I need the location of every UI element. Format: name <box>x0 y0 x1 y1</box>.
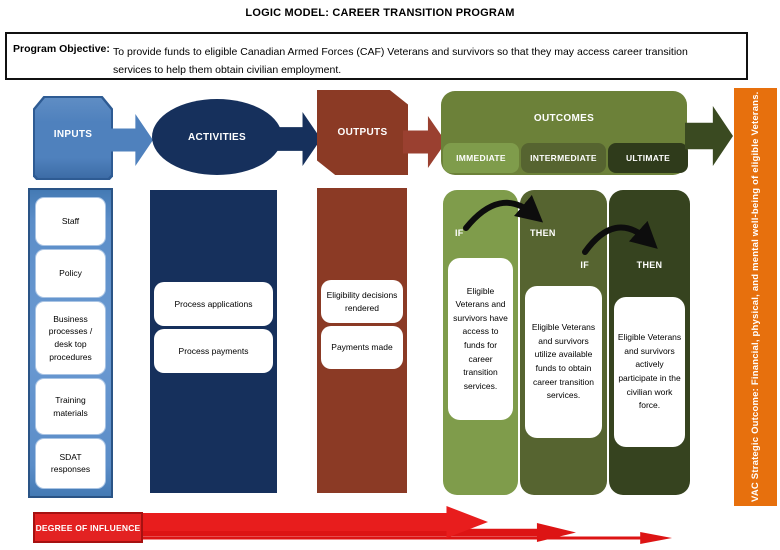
strategic-outcome-bar: VAC Strategic Outcome: Financial, physic… <box>734 88 777 506</box>
outcomes-header-label: OUTCOMES <box>533 113 595 124</box>
activity-item: Process applications <box>154 282 273 326</box>
flow-arrow-outputs-to-outcomes <box>403 116 446 168</box>
stage-ultimate-label: ULTIMATE <box>625 153 671 163</box>
outputs-header-shape: OUTPUTS <box>317 90 408 175</box>
inputs-panel: Staff Policy Business processes / desk t… <box>28 188 113 498</box>
stage-ultimate: ULTIMATE <box>608 143 688 173</box>
strategic-outcome-text: VAC Strategic Outcome: Financial, physic… <box>749 91 761 503</box>
input-item: SDAT responses <box>35 437 106 489</box>
stage-intermediate-label: INTERMEDIATE <box>530 153 597 163</box>
page-title: LOGIC MODEL: CAREER TRANSITION PROGRAM <box>245 7 515 19</box>
flow-arrow-inputs-to-activities <box>111 114 153 166</box>
inputs-header-shape: INPUTS <box>33 96 113 180</box>
inputs-header-fill <box>35 98 111 178</box>
immediate-if-label: IF <box>455 228 464 238</box>
immediate-outcome-text: Eligible Veterans and survivors have acc… <box>448 258 513 420</box>
flow-arrow-outcomes-to-strategic <box>685 106 733 166</box>
ultimate-outcome-text: Eligible Veterans and survivors actively… <box>614 297 685 447</box>
intermediate-if-label: IF <box>580 260 589 270</box>
intermediate-outcome-column: THEN IF Eligible Veterans and survivors … <box>520 190 607 495</box>
activity-item: Process payments <box>154 329 273 373</box>
inputs-header-label: INPUTS <box>53 129 93 140</box>
output-item: Eligibility decisions rendered <box>321 280 403 323</box>
input-item: Business processes / desk top procedures <box>35 300 106 376</box>
degree-of-influence-label: DEGREE OF INFLUENCE <box>35 522 141 533</box>
stage-immediate-label: IMMEDIATE <box>456 153 506 163</box>
ultimate-then-label: THEN <box>636 260 663 270</box>
ultimate-outcome-column: THEN Eligible Veterans and survivors act… <box>609 190 690 495</box>
immediate-outcome-column: IF Eligible Veterans and survivors have … <box>443 190 518 495</box>
intermediate-outcome-text: Eligible Veterans and survivors utilize … <box>525 286 602 438</box>
input-item: Training materials <box>35 378 106 435</box>
activities-header-label: ACTIVITIES <box>187 131 246 143</box>
input-item: Policy <box>35 248 106 298</box>
flow-arrow-activities-to-outputs <box>277 112 321 166</box>
stage-immediate: IMMEDIATE <box>443 143 519 173</box>
activities-header-ellipse: ACTIVITIES <box>152 99 282 175</box>
stage-intermediate: INTERMEDIATE <box>521 143 606 173</box>
program-objective-box: Program Objective: To provide funds to e… <box>5 32 748 80</box>
input-item: Staff <box>35 197 106 246</box>
activities-panel: Process applications Process payments <box>150 190 277 493</box>
outputs-panel: Eligibility decisions rendered Payments … <box>317 188 407 493</box>
program-objective-text: To provide funds to eligible Canadian Ar… <box>113 46 688 76</box>
outputs-header-label: OUTPUTS <box>337 127 388 138</box>
output-item: Payments made <box>321 326 403 369</box>
intermediate-then-label: THEN <box>530 228 556 238</box>
program-objective-label: Program Objective: <box>13 43 110 55</box>
degree-of-influence-box: DEGREE OF INFLUENCE <box>33 512 143 543</box>
